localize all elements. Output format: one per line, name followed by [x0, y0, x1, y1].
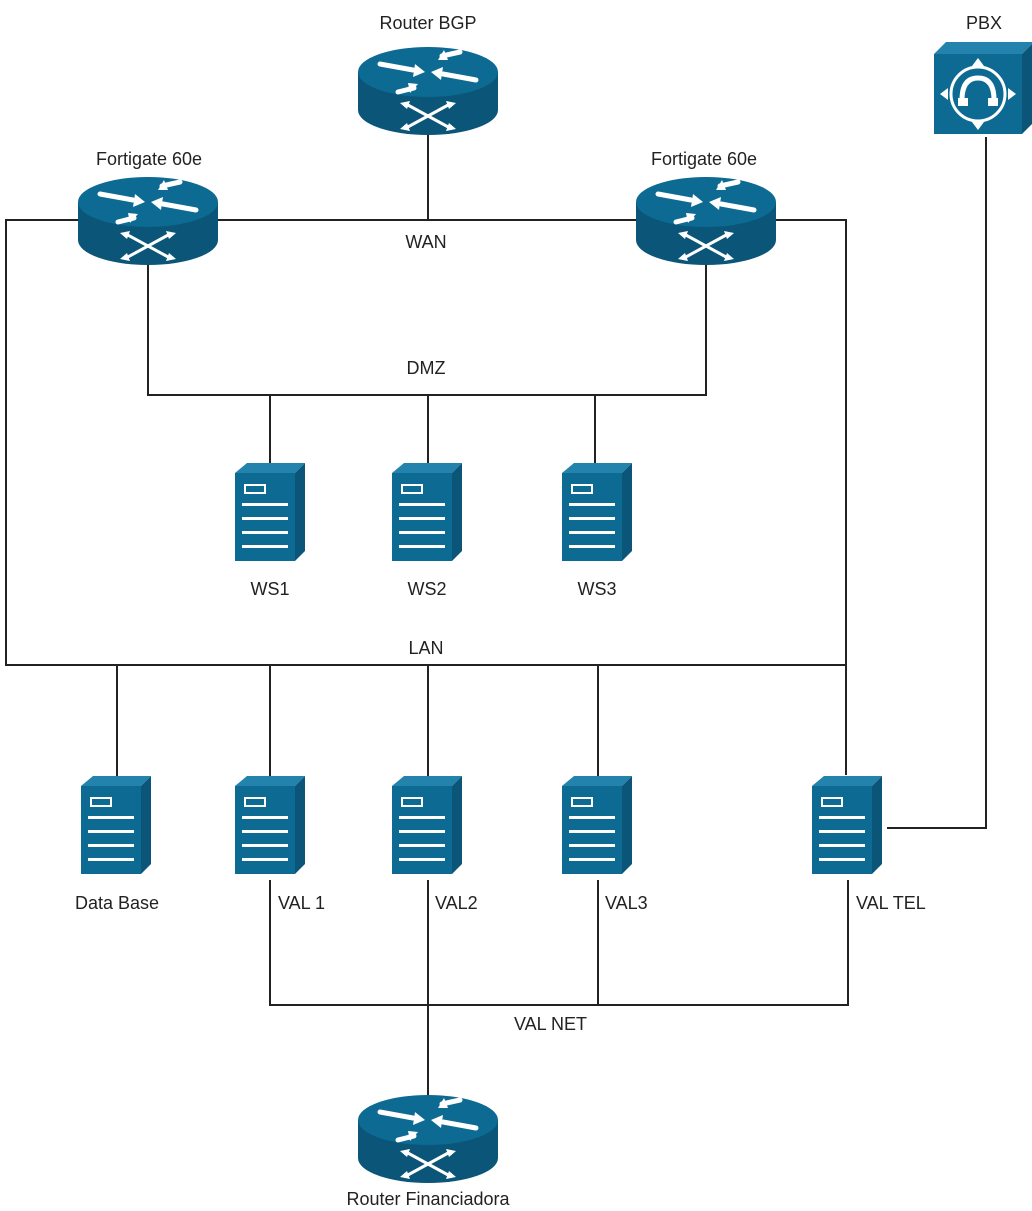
right-outer-link: [770, 219, 847, 775]
valnet-label: VAL NET: [514, 1014, 588, 1034]
val3-label: VAL3: [605, 893, 648, 913]
fortigate-left-icon: [78, 177, 218, 265]
router-financiadora-label: Router Financiadora: [346, 1189, 510, 1209]
fortigate-left-label: Fortigate 60e: [95, 149, 203, 169]
router-financiadora-icon: [358, 1095, 498, 1183]
dmz-label: DMZ: [406, 358, 446, 378]
database-label: Data Base: [74, 893, 160, 913]
fortigate-right-label: Fortigate 60e: [650, 149, 758, 169]
pbx-icon: [934, 42, 1032, 134]
pbx-label: PBX: [965, 13, 1003, 33]
val1-label: VAL 1: [278, 893, 326, 913]
valnet-line: [269, 880, 849, 1006]
valtel-label: VAL TEL: [856, 893, 926, 913]
router-bgp-label: Router BGP: [379, 13, 477, 33]
val3-server-icon: [561, 775, 633, 875]
connection-lines: [5, 130, 987, 1100]
wan-label: WAN: [405, 232, 447, 252]
left-outer-link: [5, 219, 846, 666]
ws2-label: WS2: [407, 579, 447, 599]
ws2-server-icon: [391, 462, 463, 562]
ws1-label: WS1: [250, 579, 290, 599]
router-bgp-icon: [358, 47, 498, 135]
valtel-server-icon: [811, 775, 883, 875]
val2-server-icon: [391, 775, 463, 875]
database-server-icon: [80, 775, 152, 875]
pbx-link: [887, 137, 987, 829]
ws3-label: WS3: [577, 579, 617, 599]
val1-server-icon: [234, 775, 306, 875]
fortigate-right-icon: [636, 177, 776, 265]
ws3-server-icon: [561, 462, 633, 562]
lan-label: LAN: [408, 638, 444, 658]
val2-label: VAL2: [435, 893, 478, 913]
ws1-server-icon: [234, 462, 306, 562]
